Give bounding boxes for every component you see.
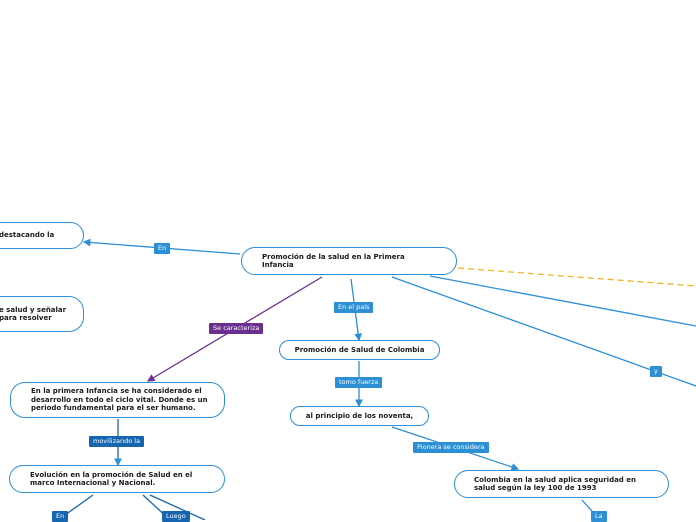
link-root-right-2 — [391, 276, 696, 387]
left-top-text: destacando la — [0, 231, 55, 240]
colombia-promo-text: Promoción de Salud de Colombia — [294, 345, 425, 354]
noventa-text: al principio de los noventa, — [305, 411, 414, 420]
link-root-right-1 — [429, 275, 696, 327]
link-label-luego[interactable]: Luego — [162, 511, 190, 522]
left-mid-text: e salud y señalar para resolver — [0, 305, 67, 323]
link-label-movilizando[interactable]: movilizando la — [89, 436, 145, 447]
link-evolucion-luego-2 — [149, 494, 206, 520]
link-label-pionera[interactable]: Pionera se considera — [413, 442, 489, 453]
link-label-en-el-pais[interactable]: En el país — [334, 302, 374, 313]
primera-infancia-text: En la primera Infancia se ha considerado… — [31, 387, 208, 413]
link-label-en-left[interactable]: En — [154, 243, 171, 254]
evolucion-text: Evolución en la promoción de Salud en el… — [30, 470, 193, 488]
link-label-tomo-fuerza[interactable]: tomo fuerza — [335, 377, 383, 388]
link-label-la[interactable]: La — [591, 511, 607, 522]
link-root-dashed — [457, 267, 696, 287]
link-label-en-bottom[interactable]: En — [52, 511, 69, 522]
primera-infancia-node[interactable]: En la primera Infancia se ha considerado… — [10, 382, 225, 418]
left-mid-node[interactable]: e salud y señalar para resolver — [0, 296, 84, 332]
ley100-node[interactable]: Colombia en la salud aplica seguridad en… — [454, 470, 669, 498]
noventa-node[interactable]: al principio de los noventa, — [290, 406, 429, 426]
link-label-y[interactable]: y — [650, 366, 662, 377]
evolucion-node[interactable]: Evolución en la promoción de Salud en el… — [9, 465, 225, 493]
root-topic-node[interactable]: Promoción de la salud en la Primera Infa… — [241, 247, 457, 275]
ley100-text: Colombia en la salud aplica seguridad en… — [474, 475, 636, 493]
colombia-promo-node[interactable]: Promoción de Salud de Colombia — [279, 340, 440, 360]
root-topic-text: Promoción de la salud en la Primera Infa… — [262, 252, 405, 270]
left-top-node[interactable]: destacando la — [0, 222, 84, 249]
link-label-se-caracteriza[interactable]: Se caracteriza — [209, 323, 264, 334]
